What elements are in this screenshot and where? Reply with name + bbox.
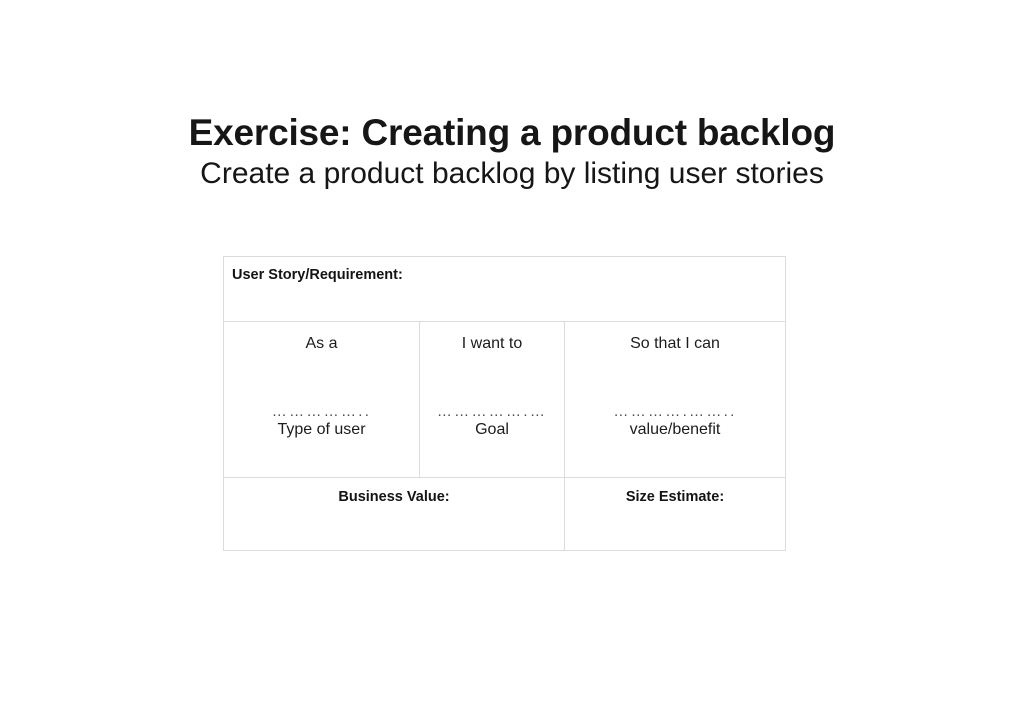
table-row-requirement: User Story/Requirement: [224, 257, 785, 322]
story-head-as-a: As a [305, 335, 338, 352]
requirement-label: User Story/Requirement: [232, 267, 403, 283]
story-sub-value-benefit: value/benefit [629, 421, 721, 438]
size-estimate-label: Size Estimate: [625, 489, 725, 505]
user-story-card-table: User Story/Requirement: As a …………….. Typ… [223, 256, 786, 551]
footer-cell-business-value: Business Value: [224, 478, 565, 550]
story-cell-so-that-i-can: So that I can ………….…….. value/benefit [565, 322, 785, 477]
story-head-i-want-to: I want to [461, 335, 523, 352]
story-cell-i-want-to: I want to …………….… Goal [420, 322, 565, 477]
story-head-so-that-i-can: So that I can [630, 335, 720, 352]
story-sub-goal: Goal [475, 421, 509, 438]
dotted-blank-line: …………….. [271, 403, 372, 421]
story-cell-as-a: As a …………….. Type of user [224, 322, 420, 477]
page-subtitle: Create a product backlog by listing user… [200, 157, 824, 190]
dotted-blank-line: ………….…….. [613, 403, 737, 421]
page-title: Exercise: Creating a product backlog [188, 111, 836, 153]
footer-cell-size-estimate: Size Estimate: [565, 478, 785, 550]
table-row-story: As a …………….. Type of user I want to …………… [224, 322, 785, 478]
dotted-blank-line: …………….… [436, 403, 548, 421]
table-row-footer: Business Value: Size Estimate: [224, 478, 785, 550]
business-value-label: Business Value: [338, 489, 450, 505]
story-sub-type-of-user: Type of user [277, 421, 366, 438]
